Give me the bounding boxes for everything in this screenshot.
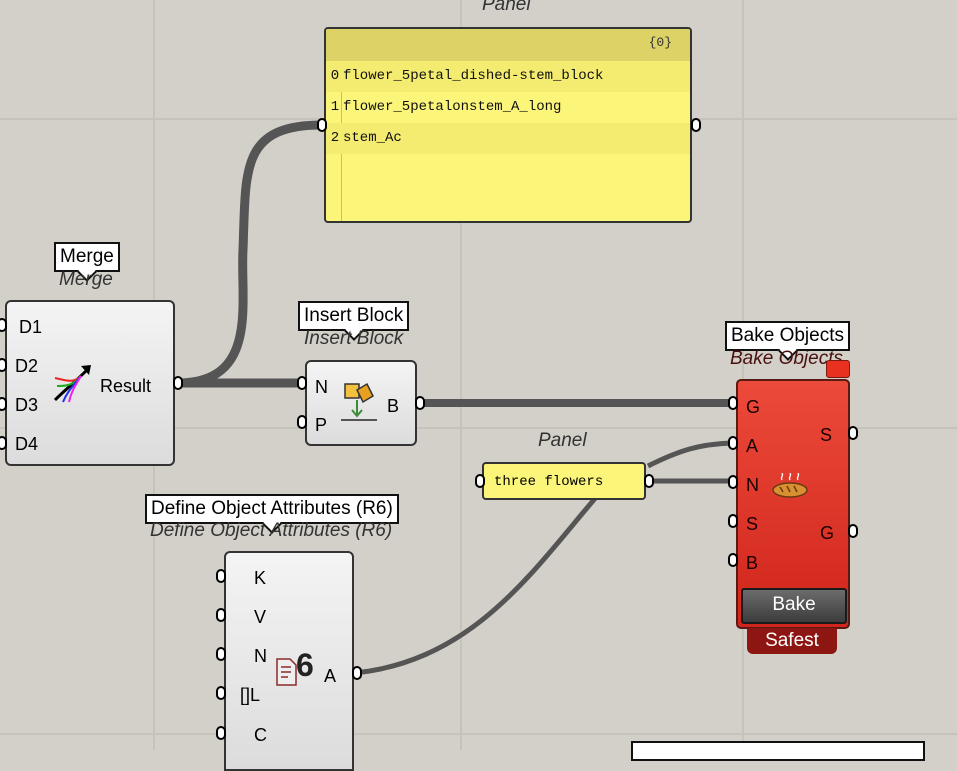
- panel-top-input-grip[interactable]: [317, 118, 327, 132]
- panel-top-title: Panel: [482, 0, 531, 15]
- merge-icon: [53, 365, 91, 403]
- merge-nickname: Merge: [59, 269, 113, 290]
- define-attributes-tooltip: Define Object Attributes (R6): [145, 494, 399, 524]
- merge-input-d4[interactable]: D4: [15, 434, 39, 454]
- merge-output-result[interactable]: Result: [100, 376, 152, 396]
- merge-input-d3[interactable]: D3: [15, 395, 39, 415]
- bake-button[interactable]: Bake: [741, 588, 847, 624]
- merge-input-d2[interactable]: D2: [15, 356, 39, 376]
- bake-warning-flag[interactable]: [826, 360, 850, 378]
- bake-grip-n[interactable]: [728, 475, 738, 489]
- bake-mode-label[interactable]: Safest: [747, 628, 837, 654]
- panel-small-text: three flowers: [494, 474, 604, 490]
- define-attributes-input-v[interactable]: V: [254, 607, 267, 627]
- insert-block-component[interactable]: N P B: [305, 360, 417, 446]
- define-attributes-input-c[interactable]: C: [254, 725, 267, 745]
- offscreen-tooltip: [631, 741, 925, 761]
- insert-block-nickname: Insert Block: [304, 328, 404, 349]
- panel-small-output-grip[interactable]: [644, 474, 654, 488]
- bake-nickname: Bake Objects: [730, 348, 843, 369]
- define-attributes-grip-l[interactable]: [216, 686, 226, 700]
- define-attributes-input-l[interactable]: []L: [240, 685, 261, 705]
- bake-input-g[interactable]: G: [746, 397, 761, 417]
- merge-grip-d2[interactable]: [0, 358, 7, 372]
- define-attributes-component[interactable]: K V N []L C 6 A: [224, 551, 354, 771]
- panel-top-header: {0}: [326, 29, 690, 61]
- define-attributes-input-k[interactable]: K: [254, 568, 267, 588]
- bake-output-g[interactable]: G: [820, 523, 835, 543]
- panel-small[interactable]: three flowers: [482, 462, 646, 500]
- bake-grip-out-g[interactable]: [848, 524, 858, 538]
- define-attributes-input-n[interactable]: N: [254, 646, 267, 666]
- document-icon: [276, 658, 297, 686]
- define-attributes-grip-k[interactable]: [216, 569, 226, 583]
- merge-tooltip: Merge: [54, 242, 120, 272]
- panel-top-path: {0}: [648, 35, 672, 50]
- bake-grip-g[interactable]: [728, 396, 738, 410]
- panel-small-title: Panel: [538, 430, 587, 451]
- bread-icon: [772, 473, 808, 498]
- insert-block-grip-n[interactable]: [297, 376, 307, 390]
- insert-block-output-b[interactable]: B: [387, 396, 400, 416]
- insert-block-grip-b[interactable]: [415, 396, 425, 410]
- insert-block-input-p[interactable]: P: [315, 415, 328, 435]
- define-attributes-nickname: Define Object Attributes (R6): [150, 520, 393, 541]
- merge-grip-d1[interactable]: [0, 318, 7, 332]
- bake-tooltip: Bake Objects: [725, 321, 850, 351]
- merge-component[interactable]: D1 D2 D3 D4 Result: [5, 300, 175, 466]
- define-attributes-grip-n[interactable]: [216, 647, 226, 661]
- bake-grip-b[interactable]: [728, 553, 738, 567]
- merge-input-d1[interactable]: D1: [19, 317, 43, 337]
- merge-grip-d3[interactable]: [0, 397, 7, 411]
- define-attributes-output-a[interactable]: A: [324, 666, 337, 686]
- insert-block-input-n[interactable]: N: [315, 377, 328, 397]
- merge-grip-d4[interactable]: [0, 436, 7, 450]
- bake-grip-a[interactable]: [728, 436, 738, 450]
- insert-block-tooltip: Insert Block: [298, 301, 410, 331]
- bake-grip-s[interactable]: [728, 514, 738, 528]
- define-attributes-badge: 6: [296, 647, 314, 683]
- bake-input-s[interactable]: S: [746, 514, 759, 534]
- panel-small-input-grip[interactable]: [475, 474, 485, 488]
- bake-input-b[interactable]: B: [746, 553, 759, 573]
- bake-component[interactable]: G A N S B S G Bake: [736, 379, 850, 629]
- insert-block-grip-p[interactable]: [297, 415, 307, 429]
- bake-input-a[interactable]: A: [746, 436, 759, 456]
- panel-top-output-grip[interactable]: [691, 118, 701, 132]
- define-attributes-grip-v[interactable]: [216, 608, 226, 622]
- bake-input-n[interactable]: N: [746, 475, 759, 495]
- wires: [177, 120, 734, 676]
- define-attributes-grip-a[interactable]: [352, 666, 362, 680]
- bake-output-s[interactable]: S: [820, 425, 833, 445]
- bake-grip-out-s[interactable]: [848, 426, 858, 440]
- insert-block-icon: [341, 382, 377, 421]
- define-attributes-grip-c[interactable]: [216, 726, 226, 740]
- merge-grip-result[interactable]: [173, 376, 183, 390]
